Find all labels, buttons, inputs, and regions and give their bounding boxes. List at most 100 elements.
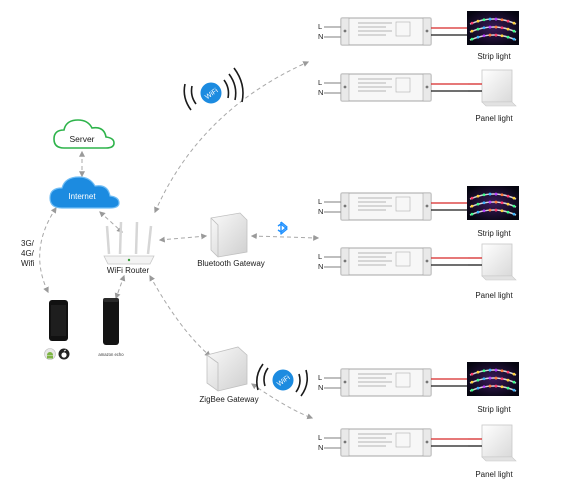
led-dot	[500, 193, 504, 197]
led-strip-band	[469, 26, 517, 33]
wifi-router: WiFi Router	[103, 221, 155, 275]
led-driver-box	[340, 73, 432, 102]
bluetooth-icon	[277, 221, 288, 235]
led-dot	[506, 386, 510, 390]
link-zigbee-drivers	[251, 383, 314, 420]
zigbee-gateway: ZigBee Gateway	[199, 346, 259, 404]
zigbee-gateway-label: ZigBee Gateway	[199, 395, 258, 404]
driver-screw	[425, 259, 429, 263]
driver-screw	[343, 259, 347, 263]
led-dot	[512, 29, 516, 33]
panel-light-image	[468, 424, 517, 462]
panel-light-edge	[481, 275, 517, 281]
led-dot	[488, 384, 492, 388]
led-dot	[482, 26, 486, 30]
led-strip-band	[469, 385, 517, 392]
link-router-echo	[114, 274, 126, 300]
led-dot	[506, 194, 510, 198]
smartphone	[44, 300, 70, 360]
cellular-4g-label: 4G/	[21, 249, 35, 258]
driver-cert-mark	[395, 372, 411, 388]
led-dot	[494, 33, 498, 37]
driver-screw	[343, 85, 347, 89]
led-dot	[494, 368, 498, 372]
live-terminal-label: L	[318, 252, 322, 261]
driver-screw	[343, 380, 347, 384]
led-dot	[494, 200, 498, 204]
panel-light-edge	[481, 101, 517, 107]
cellular-3g-label: 3G/	[21, 239, 35, 248]
led-dot	[470, 372, 474, 376]
led-dot	[488, 376, 492, 380]
link-router-wifi-cloud	[154, 61, 310, 214]
led-dot	[494, 208, 498, 212]
led-dot	[476, 386, 480, 390]
led-dot	[482, 201, 486, 205]
driver-screw	[343, 440, 347, 444]
cellular-label-group: 3G/ 4G/ Wifi	[21, 239, 35, 268]
led-dot	[512, 37, 516, 41]
led-dot	[470, 380, 474, 384]
server-cloud: Server	[53, 119, 115, 149]
driver-cert-mark	[395, 21, 411, 37]
led-dot	[482, 385, 486, 389]
strip-light-image	[467, 362, 519, 396]
strip-light-background	[467, 11, 519, 45]
strip-light-image	[467, 11, 519, 45]
live-terminal-label: L	[318, 22, 322, 31]
live-terminal-label: L	[318, 373, 322, 382]
link-internet-phone	[39, 207, 57, 294]
driver-cert-mark	[395, 77, 411, 93]
led-dot	[500, 377, 504, 381]
driver-cert-mark	[395, 251, 411, 267]
link-bt-drivers	[250, 233, 320, 241]
wifi-badge-lower: WiFi	[256, 363, 308, 397]
live-terminal-label: L	[318, 78, 322, 87]
led-dot	[476, 210, 480, 214]
neutral-terminal-label: N	[318, 262, 323, 271]
led-dot	[476, 27, 480, 31]
led-strip-band	[469, 18, 517, 25]
led-dot	[506, 27, 510, 31]
driver-screw	[425, 204, 429, 208]
led-dot	[506, 370, 510, 374]
led-driver-box	[340, 247, 432, 276]
led-strip-band	[469, 369, 517, 376]
bluetooth-gateway: Bluetooth Gateway	[197, 212, 265, 268]
panel-light-image	[468, 69, 517, 107]
led-strip-band	[469, 377, 517, 384]
panel-light-surface	[481, 424, 513, 458]
bluetooth-gateway-label: Bluetooth Gateway	[197, 259, 265, 268]
wifi-router-label: WiFi Router	[107, 266, 150, 275]
link-router-zigbee	[149, 274, 211, 357]
led-dot	[488, 368, 492, 372]
android-icon	[44, 348, 56, 360]
strip-light-image	[467, 186, 519, 220]
panel-light-label: Panel light	[475, 114, 513, 123]
led-dot	[470, 21, 474, 25]
server-label: Server	[69, 134, 94, 144]
led-dot	[470, 212, 474, 216]
panel-light-edge	[481, 456, 517, 462]
cellular-wifi-label: Wifi	[21, 259, 35, 268]
connection-lines	[39, 61, 320, 420]
led-dot	[470, 388, 474, 392]
led-dot	[482, 369, 486, 373]
strip-light-label: Strip light	[477, 52, 511, 61]
led-dot	[500, 18, 504, 22]
led-dot	[488, 200, 492, 204]
led-dot	[500, 385, 504, 389]
led-dot	[506, 19, 510, 23]
led-strip-band	[469, 201, 517, 208]
led-dot	[476, 378, 480, 382]
led-dot	[476, 19, 480, 23]
panel-light-label: Panel light	[475, 470, 513, 479]
led-dot	[512, 21, 516, 25]
strip-light-background	[467, 186, 519, 220]
amazon-echo: amazon echo	[98, 298, 124, 357]
led-dot	[512, 212, 516, 216]
